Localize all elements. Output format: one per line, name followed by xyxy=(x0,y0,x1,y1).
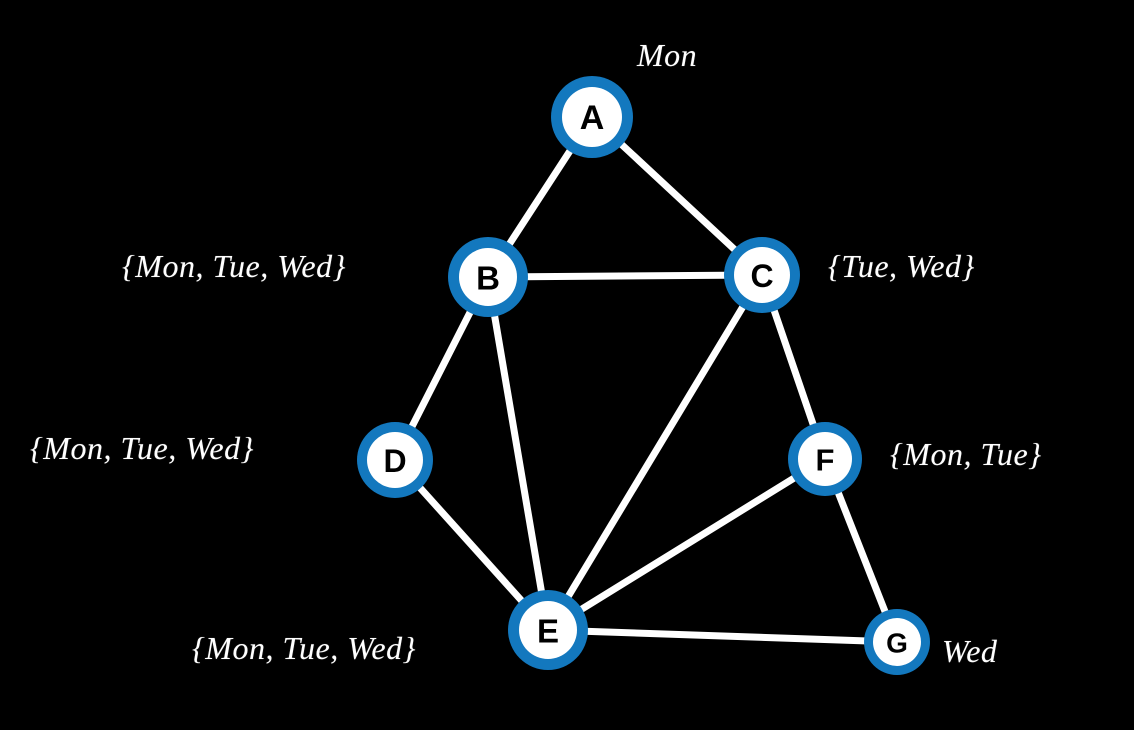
node-disc-c xyxy=(734,247,790,303)
graph-node-d[interactable]: D xyxy=(357,422,433,498)
graph-node-a[interactable]: A xyxy=(551,76,633,158)
edges-layer xyxy=(391,113,901,646)
domain-label-b: {Mon, Tue, Wed} xyxy=(122,248,346,284)
node-label-e: E xyxy=(537,613,559,650)
node-label-g: G xyxy=(886,628,908,659)
node-disc-g xyxy=(873,618,921,666)
domain-label-f: {Mon, Tue} xyxy=(890,436,1042,472)
node-disc-e xyxy=(519,601,577,659)
graph-edge-b-c xyxy=(484,271,766,281)
graph-node-f[interactable]: F xyxy=(788,422,862,496)
node-label-c: C xyxy=(750,258,773,294)
domain-label-g: Wed xyxy=(942,633,998,669)
node-label-d: D xyxy=(383,443,406,479)
graph-node-e[interactable]: E xyxy=(508,590,588,670)
graph-edge-b-e xyxy=(484,273,552,634)
node-label-b: B xyxy=(476,260,500,297)
graph-node-g[interactable]: G xyxy=(864,609,930,675)
domain-label-e: {Mon, Tue, Wed} xyxy=(192,630,416,666)
nodes-layer: A B C D E F G xyxy=(357,76,930,675)
node-disc-b xyxy=(459,248,517,306)
graph-node-b[interactable]: B xyxy=(448,237,528,317)
node-disc-d xyxy=(367,432,423,488)
graph-edge-e-f xyxy=(544,455,829,634)
node-label-a: A xyxy=(580,99,605,137)
domain-label-c: {Tue, Wed} xyxy=(828,248,975,284)
node-label-f: F xyxy=(816,443,835,478)
domain-label-d: {Mon, Tue, Wed} xyxy=(30,430,254,466)
graph-node-c[interactable]: C xyxy=(724,237,800,313)
node-disc-f xyxy=(798,432,852,486)
graph-edge-e-g xyxy=(544,626,901,646)
graph-edge-c-e xyxy=(544,271,766,634)
node-disc-a xyxy=(562,87,622,147)
domain-label-a: Mon xyxy=(637,37,698,73)
